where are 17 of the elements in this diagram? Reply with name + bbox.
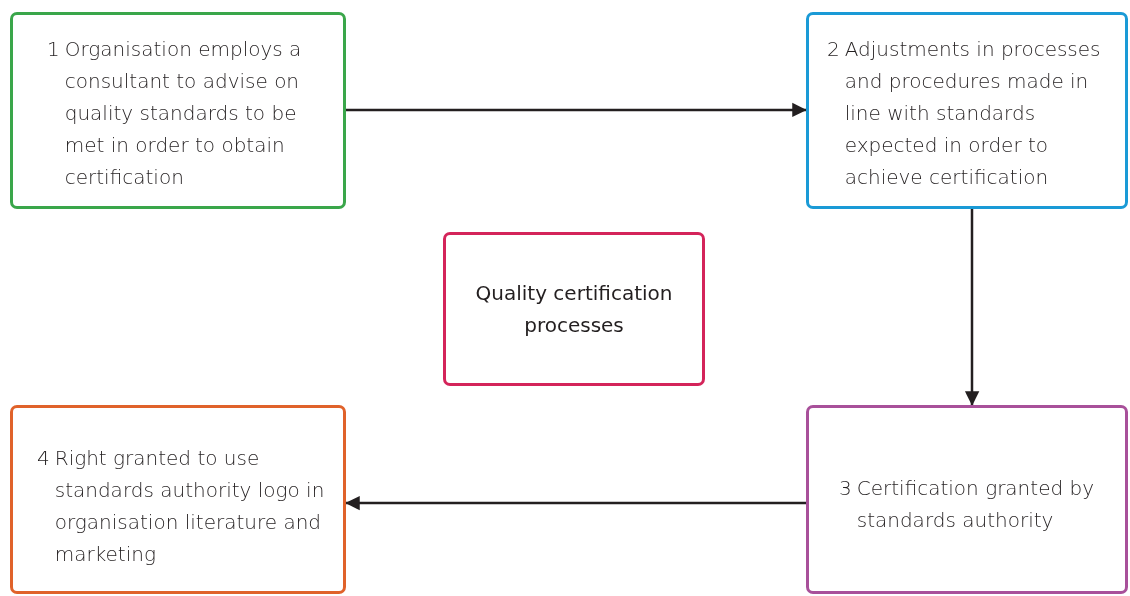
step-box [10,405,346,594]
step-box [806,12,1128,209]
step-description: Right granted to use standards authority logo in organisation literature and marketing [54,445,326,568]
step-description: Adjustments in processes and procedures made in line with standards expected in order to achieve certification [844,36,1102,191]
step-number: 4 [37,445,50,472]
step-number: 1 [47,36,60,63]
step-number: 3 [839,475,852,502]
step-description: Organisation employs a consultant to advise on quality standards to be met in order to obtain certification [64,36,303,191]
arrow [346,102,807,118]
node-label: Quality certification processes [474,280,674,339]
step-box [806,405,1128,594]
step-description: Certification granted by standards authority [856,475,1096,534]
title-box [443,232,705,386]
arrow [345,495,806,511]
step-number: 2 [827,36,840,63]
step-box [10,12,346,209]
arrow [964,209,980,406]
